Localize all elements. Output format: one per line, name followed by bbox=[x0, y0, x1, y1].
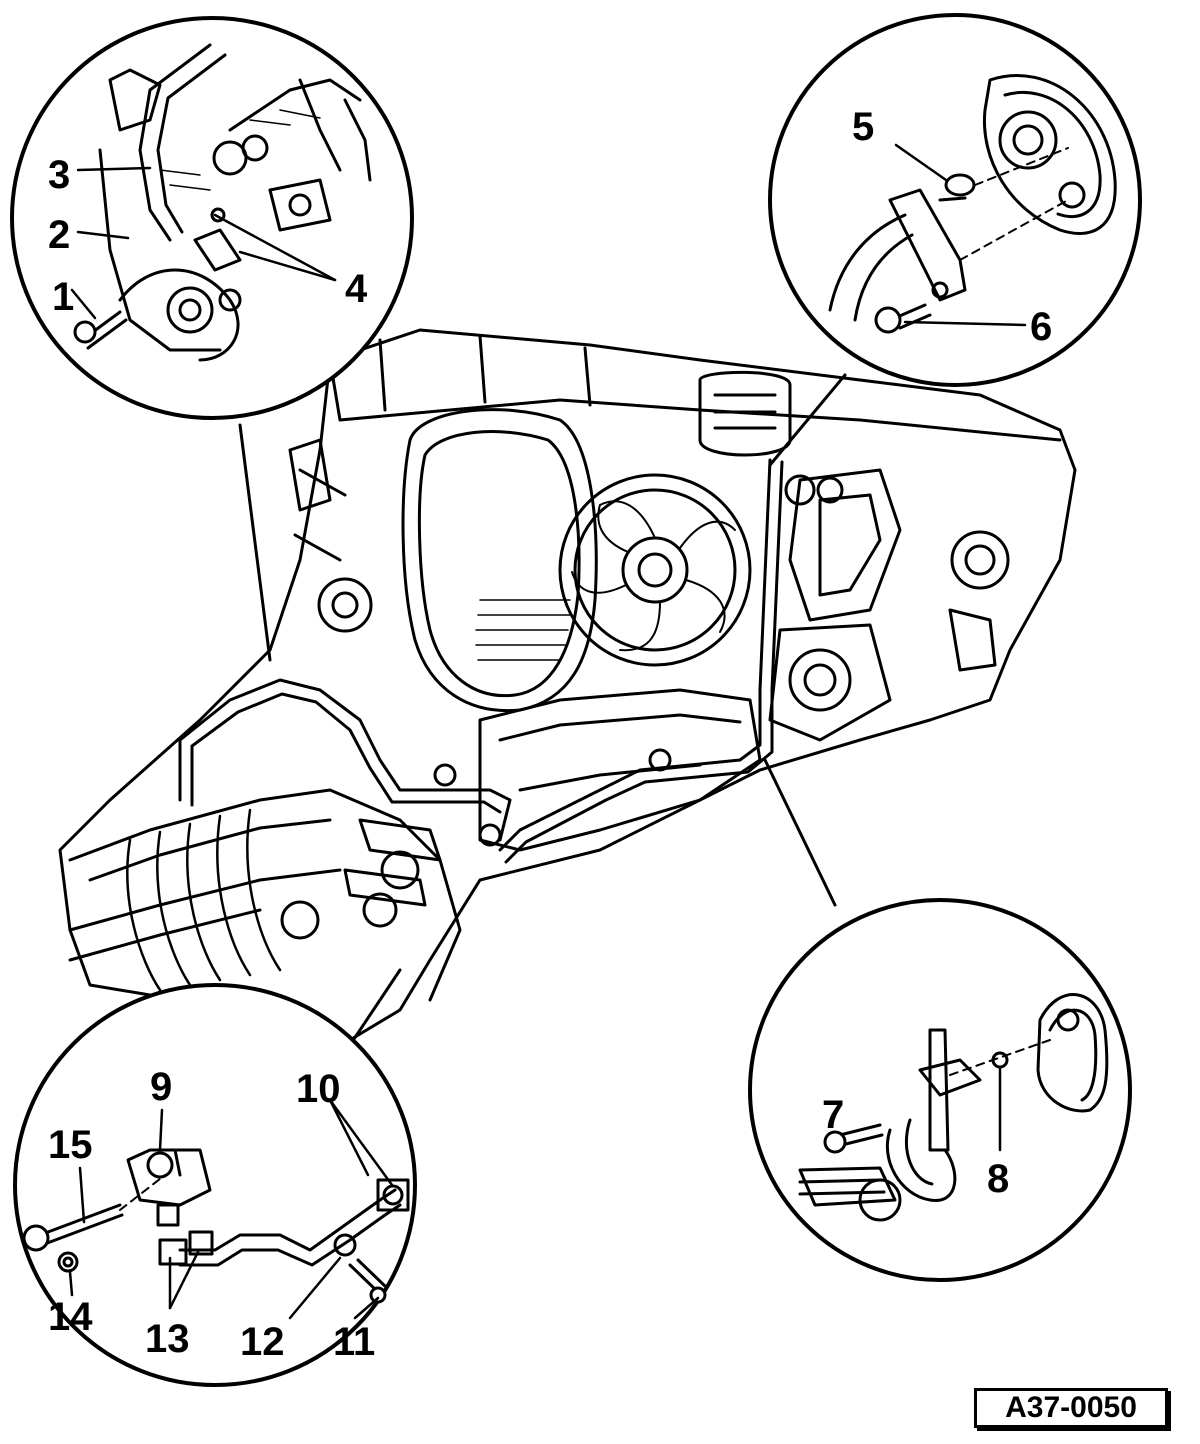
callout-3: 3 bbox=[48, 153, 70, 197]
callout-8: 8 bbox=[987, 1157, 1009, 1201]
callout-7: 7 bbox=[822, 1093, 844, 1137]
callout-labels: 3 2 1 4 5 6 7 8 9 10 11 12 13 14 15 bbox=[48, 105, 1052, 1364]
callout-11: 11 bbox=[333, 1320, 375, 1364]
figure-code-label: A37-0050 bbox=[974, 1388, 1168, 1428]
detail-bottom-left bbox=[13, 983, 417, 1387]
detail-top-left bbox=[10, 16, 414, 420]
coolant-pipe-run bbox=[178, 458, 784, 864]
callout-12: 12 bbox=[240, 1320, 285, 1364]
callout-14: 14 bbox=[48, 1295, 93, 1339]
callout-1: 1 bbox=[52, 275, 74, 319]
detail-leader-lines bbox=[238, 373, 847, 1047]
callout-5: 5 bbox=[852, 105, 874, 149]
callout-9: 9 bbox=[150, 1065, 172, 1109]
callout-4: 4 bbox=[345, 267, 368, 311]
detail-top-right bbox=[768, 13, 1142, 387]
callout-2: 2 bbox=[48, 213, 70, 257]
callout-10: 10 bbox=[296, 1067, 341, 1111]
callout-15: 15 bbox=[48, 1123, 93, 1167]
callout-6: 6 bbox=[1030, 305, 1052, 349]
detail-bottom-right bbox=[748, 898, 1132, 1282]
callout-13: 13 bbox=[145, 1317, 190, 1361]
